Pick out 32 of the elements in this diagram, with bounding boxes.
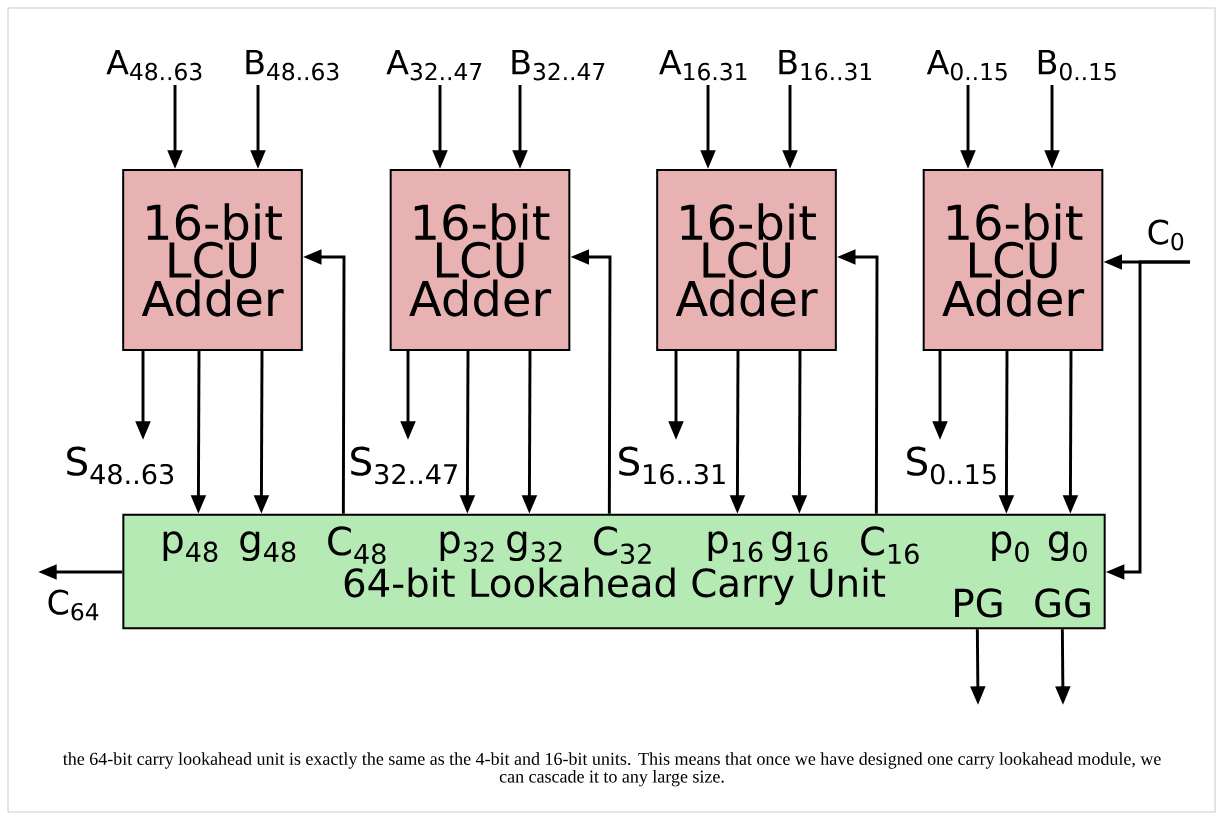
input-label: A$_{32..47}$ <box>386 49 482 81</box>
input-label: A$_{0..15}$ <box>926 49 1007 81</box>
port-label: p$_{16}$ <box>708 531 763 563</box>
adder-box: 16-bit LCU Adder <box>122 169 303 351</box>
port-label: g$_{48}$ <box>240 531 296 563</box>
adder-box: 16-bit LCU Adder <box>922 169 1104 351</box>
input-label: C$_{64}$ <box>48 589 99 621</box>
port-label: g$_{0}$ <box>1048 531 1087 563</box>
caption: the 64-bit carry lookahead unit is exactly the same as the 4-bit and 16-bit units. This means that once we have designed one carry lookahead module, we can cascade it to any large size. <box>62 752 1161 787</box>
port-label: g$_{32}$ <box>507 531 562 563</box>
port-label: p$_{0}$ <box>992 531 1029 563</box>
port-label: C$_{32}$ <box>594 526 651 565</box>
input-label: A$_{48..63}$ <box>106 49 202 81</box>
input-label: B$_{0..15}$ <box>1038 49 1116 81</box>
port-label: C$_{48}$ <box>328 526 386 565</box>
output-label: S$_{16..31}$ <box>619 446 725 485</box>
port-label: GG <box>1035 588 1090 618</box>
adder-box: 16-bit LCU Adder <box>656 169 837 351</box>
input-label: C$_{0}$ <box>1148 219 1184 251</box>
output-label: S$_{0..15}$ <box>907 446 996 485</box>
port-label: g$_{16}$ <box>772 531 828 563</box>
input-label: A$_{16.31}$ <box>659 49 747 81</box>
output-label: S$_{32..47}$ <box>351 446 457 485</box>
port-label: PG <box>955 588 1002 618</box>
port-label: p$_{48}$ <box>163 531 218 563</box>
port-label: p$_{32}$ <box>440 531 494 563</box>
port-label: C$_{16}$ <box>861 526 919 565</box>
adder-box: 16-bit LCU Adder <box>389 169 571 351</box>
input-label: B$_{48..63}$ <box>246 49 339 81</box>
input-label: B$_{16..31}$ <box>779 49 872 81</box>
input-label: B$_{32..47}$ <box>512 49 605 81</box>
output-label: S$_{48..63}$ <box>67 446 174 485</box>
